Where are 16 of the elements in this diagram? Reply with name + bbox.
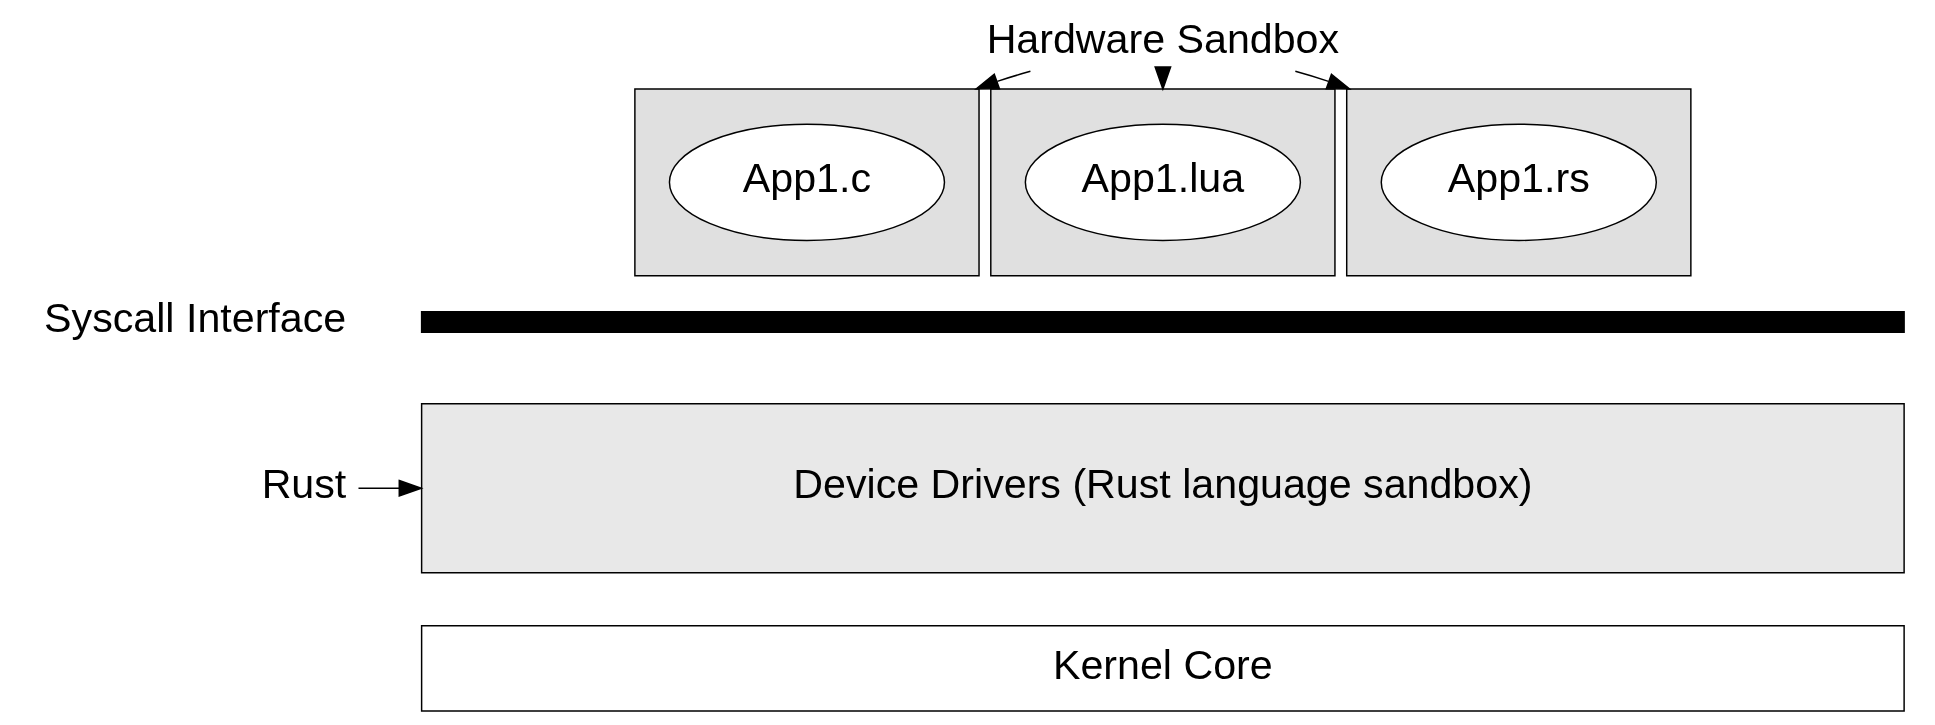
cluster: [1345, 88, 1692, 277]
arrow: [1294, 70, 1352, 90]
node-box: Device Drivers (Rust language sandbox): [420, 402, 1905, 574]
arrow: [1153, 66, 1172, 92]
node-text: Hardware Sandbox: [986, 15, 1339, 62]
node-label: Syscall Interface: [43, 295, 346, 342]
cluster: [989, 88, 1336, 277]
node-ellipse: App1.lua: [1024, 123, 1301, 242]
cluster: [633, 88, 980, 277]
node-ellipse: App1.rs: [1380, 123, 1657, 242]
node-ellipse: App1.c: [668, 123, 945, 242]
node-text: Rust: [261, 461, 346, 508]
node-bar: [420, 311, 1905, 334]
node-box: Kernel Core: [420, 625, 1905, 712]
arrow: [973, 70, 1031, 90]
arrow: [357, 479, 424, 497]
